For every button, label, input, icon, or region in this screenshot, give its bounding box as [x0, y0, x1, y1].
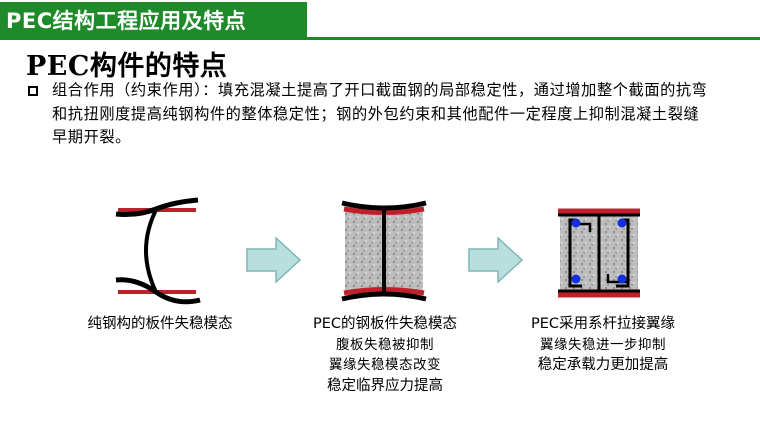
section-heading: PEC构件的特点: [26, 51, 228, 82]
tie-node: [571, 218, 581, 228]
top-flange-curved: [341, 200, 427, 211]
caption-pec-steel-sub1: 腹板失稳被抑制: [336, 337, 434, 353]
caption-pec-steel-strong: 稳定临界应力提高: [327, 378, 443, 394]
slide-title: PEC结构工程应用及特点: [6, 8, 247, 33]
arrow-right-icon: [246, 237, 302, 283]
slide-title-bar: PEC结构工程应用及特点: [0, 2, 307, 37]
bottom-flange-curved: [341, 291, 427, 302]
caption-pure-steel: 纯钢构的板件失稳模态: [87, 316, 233, 332]
caption-pec-steel-sub2: 翼缘失稳模态改变: [329, 357, 441, 373]
caption-pec-ties: PEC采用系杆拉接翼缘: [530, 316, 676, 332]
title-underline: [0, 37, 760, 40]
bullet-square-icon: [28, 86, 38, 96]
figure-pec-steel-buckling: [341, 200, 427, 302]
tie-node: [617, 274, 627, 284]
feature-paragraph: 组合作用（约束作用）：填充混凝土提高了开口截面钢的局部稳定性，通过增加整个截面的…: [52, 81, 708, 146]
figure-pec-tie-bars: [558, 208, 640, 298]
tie-node: [617, 218, 627, 228]
arrow-right-icon: [468, 237, 524, 283]
figure-pure-steel-buckling: [115, 197, 201, 305]
tie-node: [571, 274, 581, 284]
caption-pec-ties-strong: 稳定承载力更加提高: [537, 357, 669, 373]
web-buckled: [144, 209, 158, 293]
caption-pec-steel: PEC的钢板件失稳模态: [312, 316, 458, 332]
caption-pec-ties-sub1: 翼缘失稳进一步抑制: [540, 337, 666, 353]
top-flange-buckled: [115, 197, 199, 217]
